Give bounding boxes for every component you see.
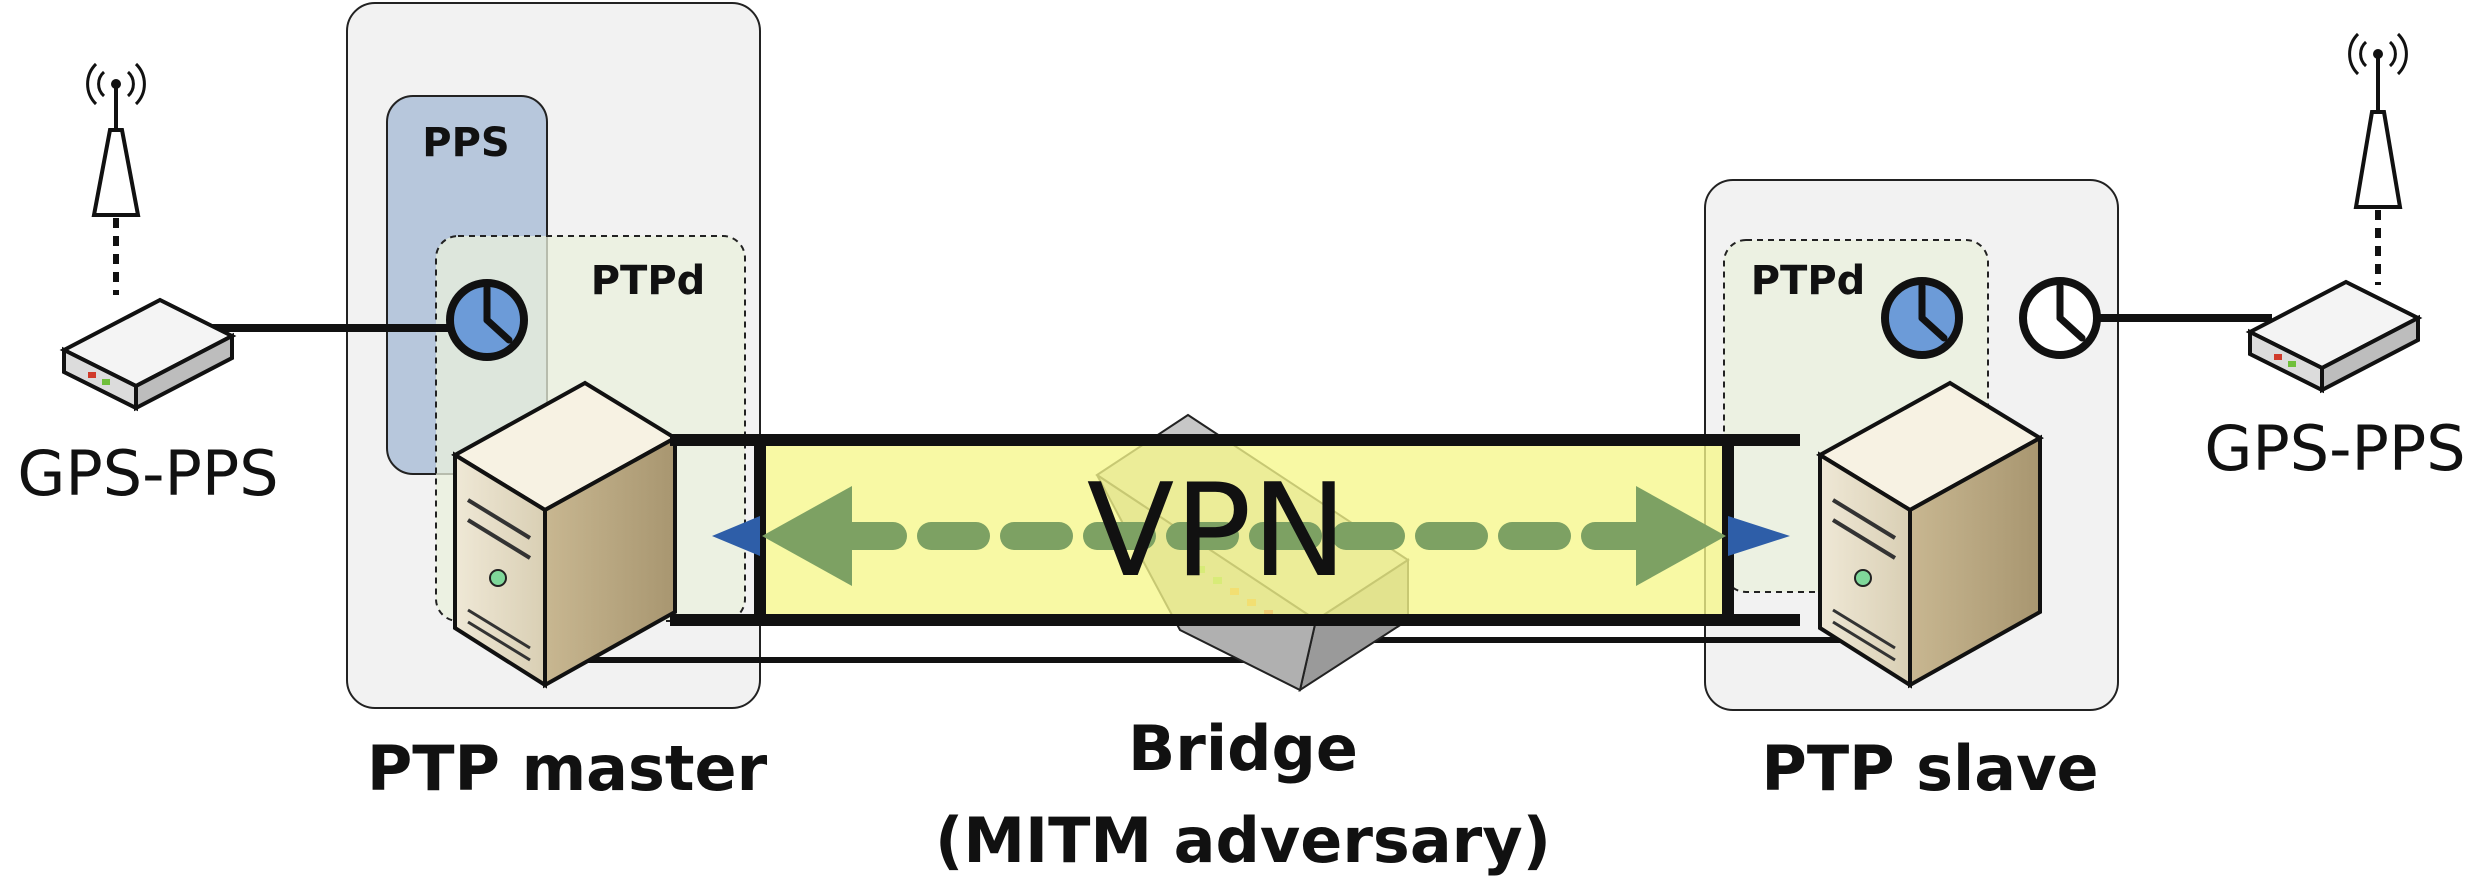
slave-ptpd-clock-icon bbox=[1881, 277, 1963, 359]
right-antenna-icon bbox=[2348, 32, 2408, 285]
slave-ptpd-label: PTPd bbox=[1751, 258, 1866, 304]
bridge-label-line2: (MITM adversary) bbox=[935, 804, 1551, 877]
pps-label: PPS bbox=[422, 120, 509, 166]
right-gps-box-icon bbox=[2245, 279, 2423, 394]
vpn-label: VPN bbox=[1087, 457, 1348, 606]
ptp-slave-label: PTP slave bbox=[1761, 732, 2098, 805]
right-gps-label: GPS-PPS bbox=[2204, 412, 2465, 485]
right-gps-receiver: GPS-PPS bbox=[2204, 32, 2466, 485]
bridge-label-line1: Bridge bbox=[1128, 712, 1358, 785]
left-gps-label: GPS-PPS bbox=[17, 437, 278, 510]
master-ptpd-label: PTPd bbox=[591, 258, 706, 304]
slave-server-icon bbox=[1816, 380, 2044, 689]
vpn-tunnel: VPN bbox=[670, 434, 1800, 626]
left-gps-box-icon bbox=[59, 297, 237, 412]
left-antenna-icon bbox=[86, 62, 146, 295]
master-clock-icon bbox=[446, 279, 528, 361]
left-blue-arrowhead bbox=[712, 516, 760, 556]
ptp-master-label: PTP master bbox=[367, 732, 768, 805]
right-green-arrowhead bbox=[1636, 486, 1726, 586]
right-blue-arrowhead bbox=[1728, 516, 1790, 556]
left-green-arrowhead bbox=[762, 486, 852, 586]
master-server-icon bbox=[451, 380, 679, 689]
left-gps-receiver: GPS-PPS bbox=[17, 62, 279, 510]
slave-system-clock-icon bbox=[2019, 277, 2101, 359]
